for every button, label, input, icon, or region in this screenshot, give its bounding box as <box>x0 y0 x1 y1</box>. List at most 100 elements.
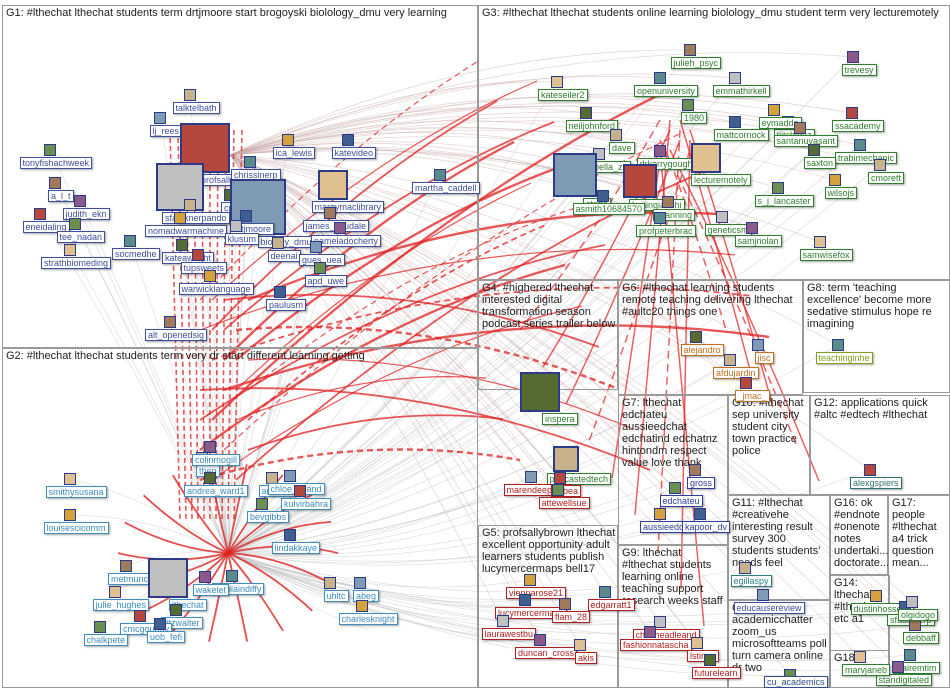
node-smithysusana[interactable] <box>64 473 76 485</box>
node-kulvirbahra[interactable] <box>294 485 306 497</box>
node-julie-hughes[interactable] <box>109 586 121 598</box>
node-samjnolan[interactable] <box>746 222 758 234</box>
node-beilingiaoshi[interactable] <box>623 164 657 198</box>
node-trabimechanic[interactable] <box>854 139 866 151</box>
node-james-youdale[interactable] <box>324 207 336 219</box>
node-louisescicomm[interactable] <box>64 509 76 521</box>
node-kapoor-dv[interactable] <box>694 508 706 520</box>
node-1980[interactable] <box>682 99 694 111</box>
node-afdujardin[interactable] <box>724 354 736 366</box>
node-wakelet[interactable] <box>199 571 211 583</box>
node-santanuvasant[interactable] <box>794 122 806 134</box>
node-pameladocherty[interactable] <box>334 222 346 234</box>
node-neiljohnford[interactable] <box>580 107 592 119</box>
node-cmcgourlay[interactable] <box>134 610 146 622</box>
node-edchateu[interactable] <box>669 482 681 494</box>
node-flam-28[interactable] <box>559 598 571 610</box>
node-lecturemotely[interactable] <box>691 143 721 173</box>
node-drnsheridan[interactable] <box>156 163 204 211</box>
node-eneidaling[interactable] <box>34 208 46 220</box>
node-talktelbath[interactable] <box>184 89 196 101</box>
node-uob-fefi[interactable] <box>154 618 166 630</box>
node-colinmogill[interactable] <box>204 441 216 453</box>
node-trevesy[interactable] <box>847 51 859 63</box>
node-dustinhosseini[interactable] <box>870 590 882 602</box>
node-kateseiler2[interactable] <box>551 76 563 88</box>
node-cmorett[interactable] <box>874 159 886 171</box>
node-tee-nadan[interactable] <box>69 218 81 230</box>
node-kateawright[interactable] <box>176 239 188 251</box>
node-lucymercermaps[interactable] <box>519 594 531 606</box>
node-eymadde[interactable] <box>768 104 780 116</box>
node-ica-lewis[interactable] <box>282 134 294 146</box>
node-educausereview[interactable] <box>757 589 769 601</box>
node-futurelearn[interactable] <box>704 654 716 666</box>
node-profpeterbrac[interactable] <box>654 212 666 224</box>
node-julieh-psyc[interactable] <box>684 44 696 56</box>
node-lthechat[interactable] <box>148 558 188 598</box>
node-alt-openedsig[interactable] <box>164 316 176 328</box>
node-viennarose21[interactable] <box>524 574 536 586</box>
node-laurawestbu[interactable] <box>497 615 509 627</box>
node-fitzwalter[interactable] <box>170 604 182 616</box>
node-katevideo[interactable] <box>342 134 354 146</box>
node-bevgibbs[interactable] <box>256 498 268 510</box>
node-statto[interactable] <box>553 153 597 197</box>
node-alexgspiers[interactable] <box>864 464 876 476</box>
node-alejandro[interactable] <box>690 331 702 343</box>
node-ssacademy[interactable] <box>846 107 858 119</box>
node-asmith10684570[interactable] <box>597 190 609 202</box>
node-nicolaindiffy[interactable] <box>226 570 238 582</box>
node-dave[interactable] <box>610 129 622 141</box>
node-emmathirkell[interactable] <box>729 72 741 84</box>
node-paulusm[interactable] <box>274 286 286 298</box>
node-mattcornock[interactable] <box>729 116 741 128</box>
node-attewellsue[interactable] <box>552 484 564 496</box>
node-chrissinerp[interactable] <box>244 156 256 168</box>
node-lj-rees[interactable] <box>154 112 166 124</box>
node-apd-uwe[interactable] <box>314 262 326 274</box>
node-bilbea[interactable] <box>554 472 566 484</box>
node-chrisheadleand[interactable] <box>654 616 666 628</box>
node-charlesknight[interactable] <box>356 600 368 612</box>
node-standigitaled[interactable] <box>892 661 904 673</box>
node-duncan-cross[interactable] <box>534 634 546 646</box>
node-margymaclibrary[interactable] <box>318 170 348 200</box>
node-gues-uea[interactable] <box>310 241 322 253</box>
node-wilsojs[interactable] <box>829 174 841 186</box>
node-lindakkaye[interactable] <box>284 529 296 541</box>
node-socmedhe[interactable] <box>124 235 136 247</box>
node-s-j-lancaster[interactable] <box>772 182 784 194</box>
node-strathbiomeding[interactable] <box>64 244 76 256</box>
node-andrea-ward1[interactable] <box>204 472 216 484</box>
node-drkerrygough[interactable] <box>654 145 666 157</box>
node-warwicklanguage[interactable] <box>204 270 216 282</box>
node-marendeepwell[interactable] <box>525 471 537 483</box>
node-metmunch[interactable] <box>120 560 132 572</box>
node-olgidogo[interactable] <box>906 596 918 608</box>
node-martha-caddell[interactable] <box>434 169 446 181</box>
node-klusum[interactable] <box>230 220 242 232</box>
node-jisc[interactable] <box>752 339 764 351</box>
node-chalkpete[interactable] <box>94 621 106 633</box>
node-drtjmoore[interactable] <box>240 210 252 222</box>
node-fashionnatascha[interactable] <box>644 626 656 638</box>
node-nomadwarmachine[interactable] <box>174 212 186 224</box>
node-samwisefox[interactable] <box>814 236 826 248</box>
node-a-l-t[interactable] <box>49 177 61 189</box>
node-gross[interactable] <box>689 464 701 476</box>
node-tonyfishachweek[interactable] <box>44 144 56 156</box>
node-marvjaneb[interactable] <box>854 651 866 663</box>
node-judith-ekn[interactable] <box>74 195 86 207</box>
node--jmac-[interactable] <box>740 377 752 389</box>
node-abeg[interactable] <box>354 577 366 589</box>
node-clairemtim[interactable] <box>904 649 916 661</box>
node-lstinso[interactable] <box>691 637 703 649</box>
node-tupsweets[interactable] <box>192 249 204 261</box>
node-openuniversity[interactable] <box>654 72 666 84</box>
node-uhltc[interactable] <box>324 577 336 589</box>
node-inspera[interactable] <box>520 372 560 412</box>
node-geneticsm[interactable] <box>716 211 728 223</box>
node-akis[interactable] <box>574 639 586 651</box>
node-edgarratt1[interactable] <box>599 586 611 598</box>
